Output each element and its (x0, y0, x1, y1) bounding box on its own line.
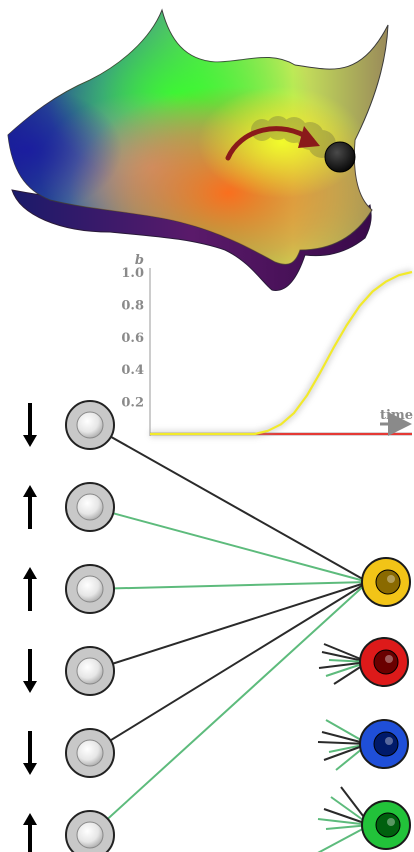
connection-line (89, 581, 369, 590)
x-axis-title: time (380, 408, 413, 423)
chart: b 0.2 0.4 0.6 0.8 1.0 time (121, 253, 413, 438)
fan-connection-line (317, 824, 371, 852)
y-tick-label: 0.8 (121, 298, 144, 313)
input-neuron-core (76, 739, 104, 767)
output-neuron-core (373, 731, 399, 757)
y-tick-label: 0.6 (121, 331, 144, 346)
series-line (150, 270, 413, 436)
y-tick-label: 1.0 (121, 266, 144, 281)
spin-up-arrowhead (23, 567, 37, 579)
y-tick-label: 0.4 (121, 363, 144, 378)
y-axis-title: b (135, 253, 144, 268)
series-shadow (150, 268, 413, 438)
spin-down-arrowhead (23, 763, 37, 775)
connection-line (89, 581, 369, 672)
spin-up-arrowhead (23, 813, 37, 825)
series-lines (150, 268, 413, 438)
input-neuron-core (76, 575, 104, 603)
ball (324, 141, 356, 173)
motion-arrowhead (298, 126, 320, 148)
motion-arrow (225, 126, 315, 161)
connection-line (89, 424, 369, 583)
input-neuron-core (76, 493, 104, 521)
input-neurons (65, 400, 115, 852)
spin-up-arrowhead (23, 485, 37, 497)
output-neuron-highlight (385, 655, 393, 663)
input-neuron-core (76, 821, 104, 849)
output-neuron-highlight (387, 575, 395, 583)
connections (89, 424, 369, 836)
output-neurons (359, 557, 411, 850)
y-tick-label: 0.2 (121, 396, 144, 411)
spin-arrows (23, 403, 37, 852)
spin-down-arrowhead (23, 681, 37, 693)
connection-line (89, 506, 369, 583)
y-tick-labels: 0.2 0.4 0.6 0.8 1.0 (121, 266, 144, 411)
output-neuron-highlight (387, 818, 395, 826)
energy-landscape (7, 8, 389, 291)
connection-line (89, 581, 369, 836)
connection-line (89, 581, 369, 754)
output-neuron-core (375, 569, 401, 595)
input-neuron-core (76, 657, 104, 685)
output-neuron-core (373, 649, 399, 675)
input-neuron-core (76, 411, 104, 439)
spin-down-arrowhead (23, 435, 37, 447)
output-neuron-core (375, 812, 401, 838)
output-neuron-highlight (385, 737, 393, 745)
